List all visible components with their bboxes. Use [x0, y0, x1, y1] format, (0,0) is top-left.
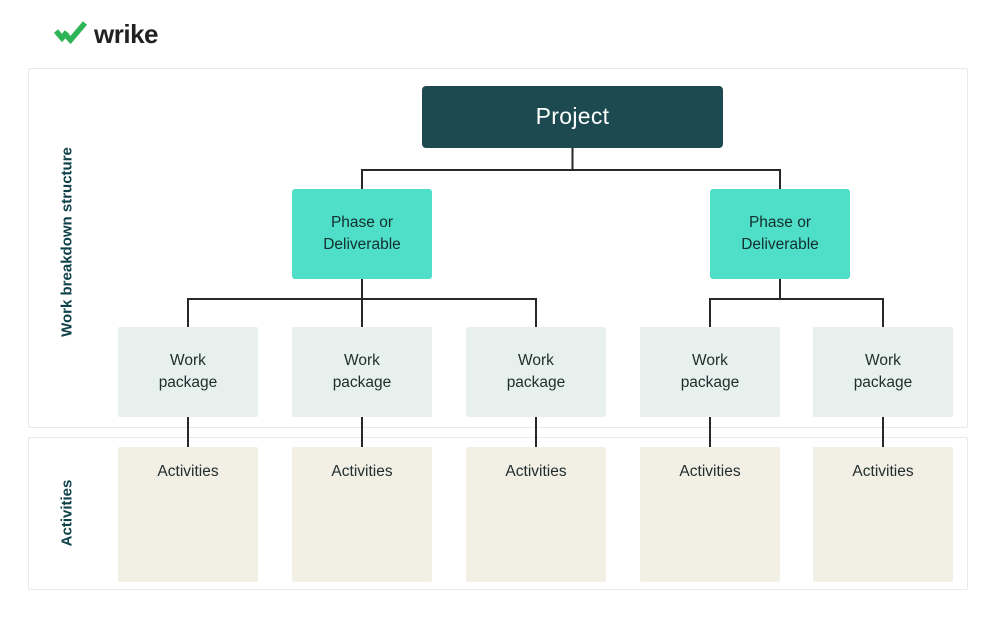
activities-node-label: Activities: [331, 463, 393, 480]
activities-node-label: Activities: [157, 463, 219, 480]
work-package-label: Work package: [853, 351, 913, 391]
activities-node-label: Activities: [505, 463, 567, 480]
activities-node-label: Activities: [852, 463, 914, 480]
work-package-node-2: Work package: [292, 327, 432, 417]
wrike-checkmark-icon: [54, 21, 87, 45]
phase-node-1: Phase or Deliverable: [292, 189, 432, 279]
phase-node-label: Phase or Deliverable: [741, 213, 819, 253]
wrike-wordmark: wrike: [94, 19, 159, 49]
project-node-label: Project: [535, 103, 610, 130]
activities-node-1: Activities: [118, 447, 258, 582]
work-package-label: Work package: [680, 351, 740, 391]
project-node: Project: [422, 86, 723, 148]
phase-node-label: Phase or Deliverable: [323, 213, 401, 253]
activities-section-label: Activities: [58, 479, 76, 547]
wbs-section-label: Work breakdown structure: [58, 147, 76, 337]
work-package-label: Work package: [332, 351, 392, 391]
work-package-node-1: Work package: [118, 327, 258, 417]
work-package-label: Work package: [506, 351, 566, 391]
work-package-node-4: Work package: [640, 327, 780, 417]
activities-node-4: Activities: [640, 447, 780, 582]
phase-node-2: Phase or Deliverable: [710, 189, 850, 279]
activities-node-label: Activities: [679, 463, 741, 480]
work-package-node-3: Work package: [466, 327, 606, 417]
activities-node-5: Activities: [813, 447, 953, 582]
work-package-node-5: Work package: [813, 327, 953, 417]
wrike-logo: wrike: [54, 19, 159, 49]
work-package-label: Work package: [158, 351, 218, 391]
activities-node-2: Activities: [292, 447, 432, 582]
activities-node-3: Activities: [466, 447, 606, 582]
